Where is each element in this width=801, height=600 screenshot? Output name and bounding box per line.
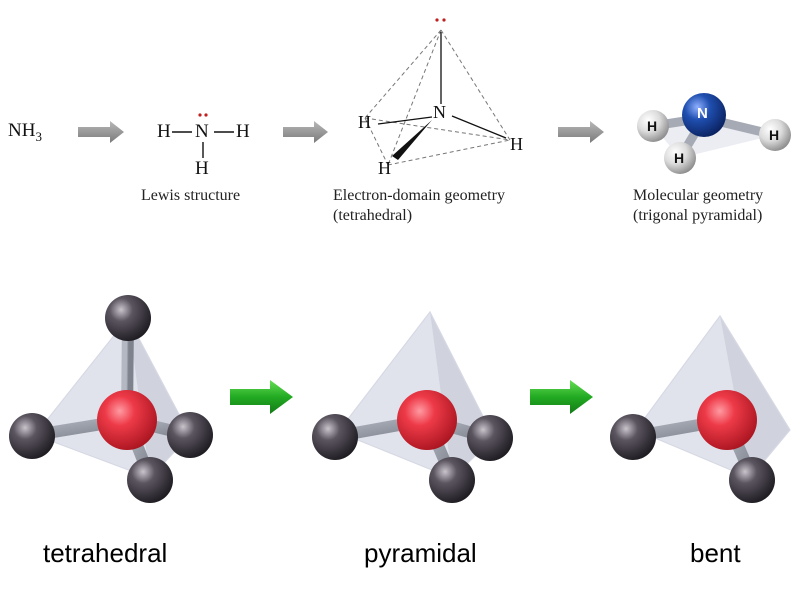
- mg-caption-line1: Molecular geometry: [633, 187, 764, 204]
- formula-subscript: 3: [35, 128, 42, 144]
- ed-atom-h-left: H: [358, 112, 371, 132]
- nh3-ball-stick-model: [637, 93, 791, 174]
- outer-atom: [9, 413, 55, 459]
- electron-domain-tetrahedron: [364, 29, 511, 166]
- lone-pair-dot: [204, 113, 208, 117]
- outer-atom: [429, 457, 475, 503]
- ed-atom-n: N: [433, 102, 446, 122]
- lewis-atom-h-left: H: [157, 121, 171, 142]
- label-tetrahedral: tetrahedral: [43, 538, 168, 568]
- green-arrow-1: [230, 380, 293, 414]
- electron-domain-bonds: [377, 18, 507, 160]
- wedge-bond: [392, 120, 432, 160]
- center-atom: [397, 390, 457, 450]
- formula-nh3: NH3: [8, 120, 42, 145]
- outer-atom: [127, 457, 173, 503]
- mg-caption-line2: (trigonal pyramidal): [633, 207, 763, 224]
- nitrogen-atom: [682, 93, 726, 137]
- outer-atom: [105, 295, 151, 341]
- tetrahedral-model: [9, 295, 213, 503]
- gray-arrow-3: [558, 121, 604, 143]
- gray-arrow-1: [78, 121, 124, 143]
- hydrogen-atom: [637, 110, 669, 142]
- outer-atom: [610, 414, 656, 460]
- gray-arrow-2: [283, 121, 328, 143]
- pyramidal-model: [312, 310, 513, 503]
- mg-atom-n: N: [697, 105, 708, 122]
- mg-atom-h-bottom: H: [674, 150, 685, 166]
- lone-pair-dot: [435, 18, 439, 22]
- mg-atom-h-right: H: [769, 127, 780, 143]
- ed-caption-line2: (tetrahedral): [333, 207, 413, 224]
- hydrogen-atom: [664, 142, 696, 174]
- lewis-structure: [172, 113, 234, 158]
- bent-model: [610, 314, 791, 503]
- center-atom: [97, 390, 157, 450]
- lewis-atom-h-right: H: [236, 121, 250, 142]
- ed-atom-h-bottom: H: [378, 158, 391, 178]
- hydrogen-atom: [759, 119, 791, 151]
- lewis-atom-n: N: [195, 121, 209, 142]
- label-pyramidal: pyramidal: [364, 538, 477, 568]
- ed-caption-line1: Electron-domain geometry: [333, 187, 505, 204]
- outer-atom: [167, 412, 213, 458]
- lewis-atom-h-bottom: H: [195, 158, 209, 179]
- ed-atom-h-right: H: [510, 134, 523, 154]
- lone-pair-dot: [198, 113, 202, 117]
- label-bent: bent: [690, 538, 741, 568]
- center-atom: [697, 390, 757, 450]
- lone-pair-dot: [442, 18, 446, 22]
- mg-atom-h-left: H: [647, 118, 658, 134]
- outer-atom: [312, 414, 358, 460]
- formula-main: NH: [8, 120, 36, 141]
- green-arrow-2: [530, 380, 593, 414]
- lewis-caption: Lewis structure: [141, 187, 241, 204]
- outer-atom: [729, 457, 775, 503]
- outer-atom: [467, 415, 513, 461]
